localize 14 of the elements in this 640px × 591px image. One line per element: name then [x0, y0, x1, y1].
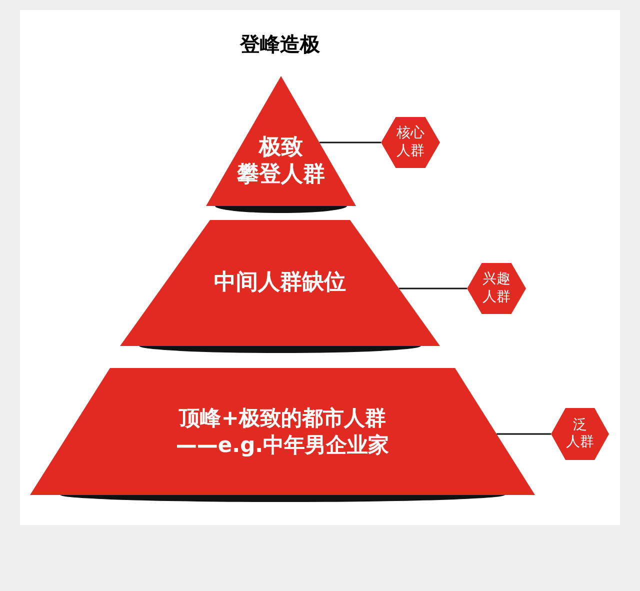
- tier-label: 中间人群缺位: [214, 269, 346, 297]
- hexagon-badge: [381, 117, 440, 168]
- connector-line: [398, 288, 467, 290]
- hexagon-badge: [551, 408, 609, 460]
- badge-label: 核心人群: [396, 125, 424, 160]
- tier-label: ——e.g.中年男企业家: [176, 432, 390, 458]
- connector-line: [319, 142, 381, 144]
- tier-label: 极致攀登人群: [237, 134, 325, 188]
- connector-line: [496, 433, 551, 435]
- tier-label: 顶峰+极致的都市人群: [179, 405, 386, 432]
- title: 登峰造极: [238, 34, 321, 54]
- badge-label: 泛人群: [566, 416, 594, 452]
- hexagon-badge: [467, 263, 526, 314]
- badge-label: 兴趣人群: [482, 271, 510, 306]
